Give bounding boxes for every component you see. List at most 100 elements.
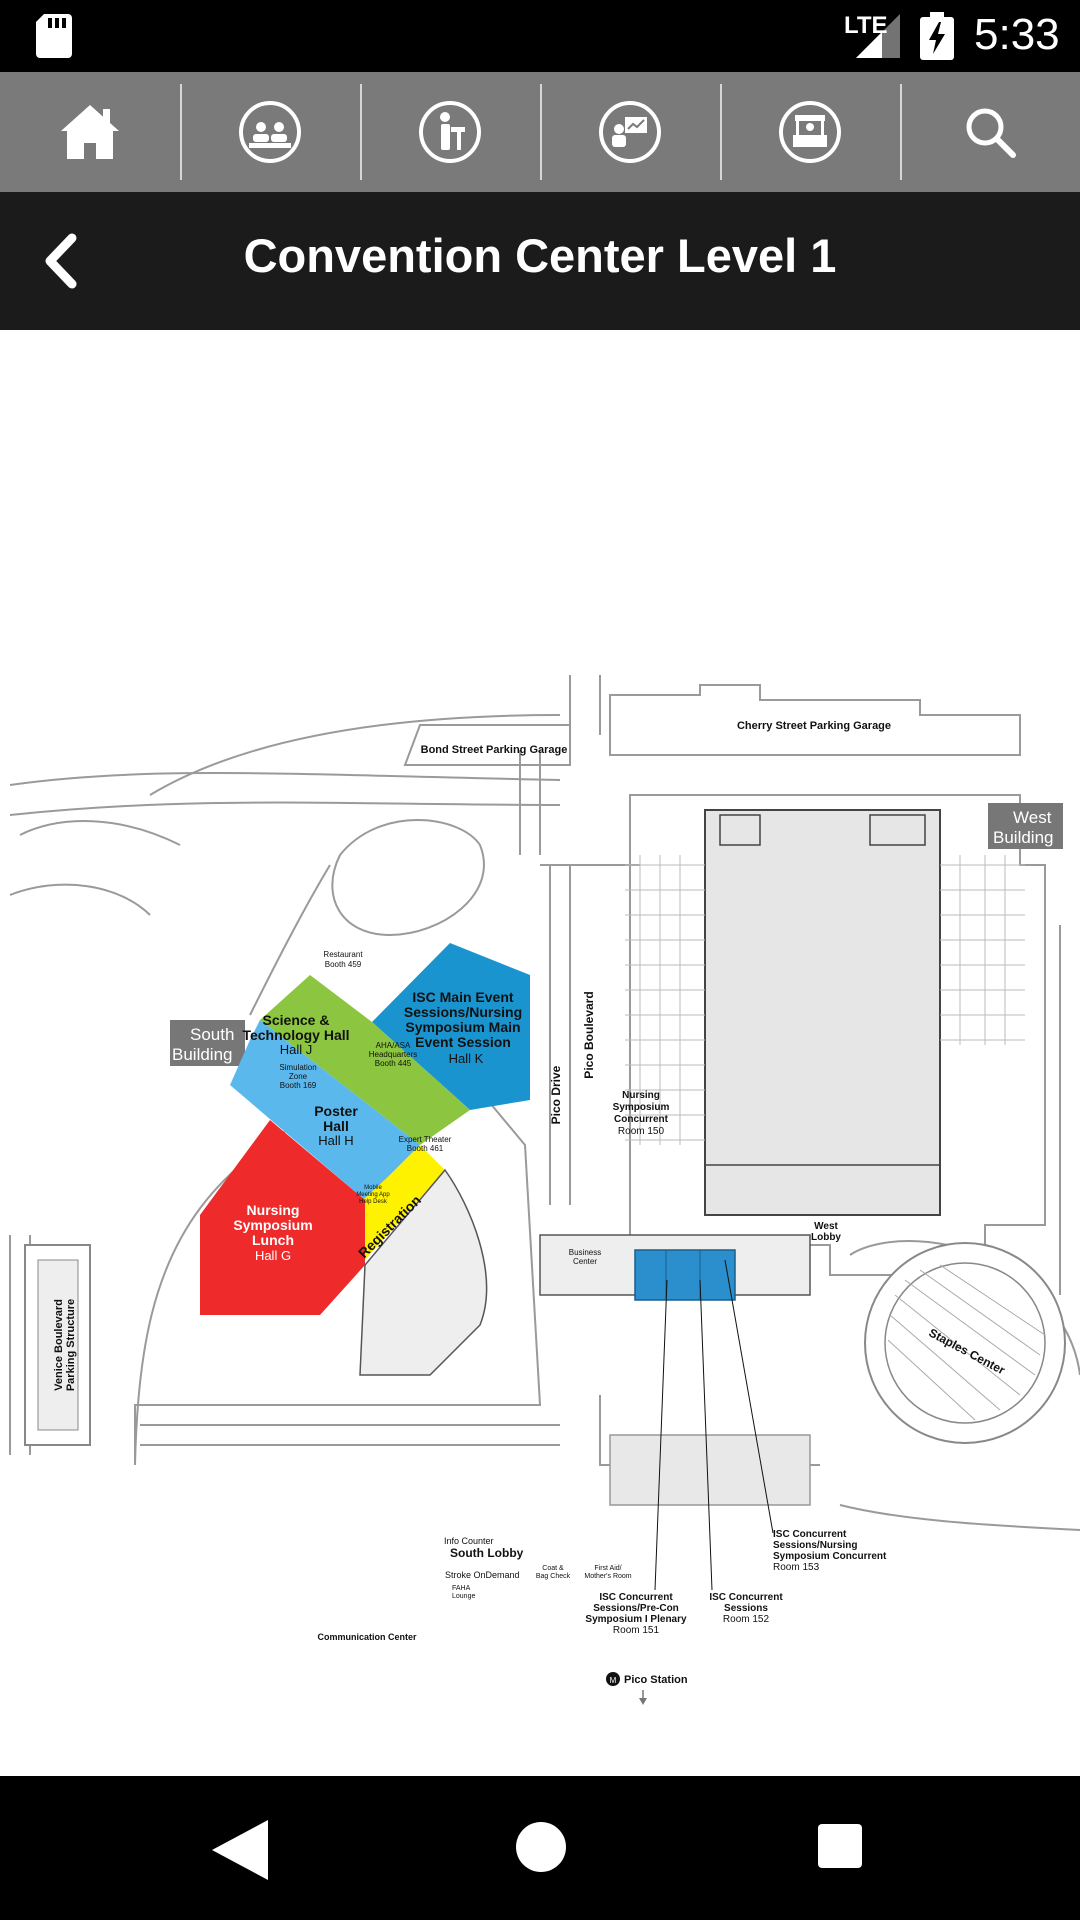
nursing-concurrent-4: Room 150 bbox=[618, 1126, 665, 1137]
hall-h-area bbox=[230, 1020, 420, 1200]
hall-k-line1: ISC Main Event bbox=[412, 989, 513, 1005]
hall-j-line2: Technology Hall bbox=[242, 1027, 349, 1043]
coat-label-1: Coat & bbox=[542, 1565, 564, 1572]
clock: 5:33 bbox=[974, 10, 1060, 59]
hall-h-line2: Hall bbox=[323, 1118, 349, 1134]
simulation-label-1: Simulation bbox=[279, 1063, 316, 1072]
system-home-icon[interactable] bbox=[516, 1822, 566, 1872]
coat-label-2: Bag Check bbox=[536, 1573, 571, 1580]
hall-k-line4: Event Session bbox=[415, 1034, 511, 1050]
isc-153-3: Symposium Concurrent bbox=[773, 1551, 887, 1562]
sd-card-icon bbox=[36, 14, 72, 58]
nav-search[interactable] bbox=[900, 72, 1080, 192]
nav-attendees[interactable] bbox=[180, 72, 360, 192]
restaurant-label-1: Restaurant bbox=[323, 950, 363, 959]
floor-map[interactable]: Venice Boulevard Parking Structure Bond … bbox=[0, 675, 1080, 1795]
svg-text:M: M bbox=[610, 1676, 617, 1685]
stroke-label: Stroke OnDemand bbox=[445, 1570, 520, 1580]
aha-label-2: Headquarters bbox=[369, 1050, 417, 1059]
hall-j-area bbox=[260, 975, 470, 1145]
west-building-label-1: West bbox=[1013, 808, 1052, 827]
aha-label-1: AHA/ASA bbox=[376, 1041, 411, 1050]
signal-icon bbox=[856, 14, 900, 58]
hall-g-name: Hall G bbox=[255, 1248, 291, 1263]
hall-g-area bbox=[200, 1120, 365, 1315]
status-bar: LTE 5:33 bbox=[0, 0, 1080, 72]
floor-map-svg: Venice Boulevard Parking Structure Bond … bbox=[9, 675, 1080, 1705]
isc-152-1: ISC Concurrent bbox=[709, 1592, 783, 1603]
info-counter-label: Info Counter bbox=[444, 1536, 494, 1546]
nav-exhibitors[interactable] bbox=[720, 72, 900, 192]
hall-j-name: Hall J bbox=[280, 1042, 313, 1057]
simulation-label-2: Zone bbox=[289, 1072, 308, 1081]
west-lobby-1: West bbox=[814, 1221, 838, 1232]
isc-153-2: Sessions/Nursing bbox=[773, 1540, 857, 1551]
pico-station-label: Pico Station bbox=[624, 1674, 688, 1686]
title-bar: Convention Center Level 1 bbox=[0, 192, 1080, 330]
south-lobby-label: South Lobby bbox=[450, 1546, 524, 1560]
west-lobby-2: Lobby bbox=[811, 1232, 841, 1243]
system-back-icon[interactable] bbox=[212, 1820, 268, 1880]
hall-g-line3: Lunch bbox=[252, 1232, 294, 1248]
bond-garage-label: Bond Street Parking Garage bbox=[421, 744, 568, 756]
isc-151-3: Symposium I Plenary bbox=[585, 1614, 687, 1625]
hall-h-name: Hall H bbox=[318, 1133, 353, 1148]
isc-152-3: Room 152 bbox=[723, 1614, 770, 1625]
system-recents-icon[interactable] bbox=[818, 1824, 862, 1868]
west-building-label-2: Building bbox=[993, 828, 1054, 847]
mobile-label-1: Mobile bbox=[364, 1185, 382, 1191]
battery-charging-icon bbox=[920, 12, 954, 60]
nursing-concurrent-2: Symposium bbox=[613, 1102, 670, 1113]
nav-speakers[interactable] bbox=[360, 72, 540, 192]
hall-h-line1: Poster bbox=[314, 1103, 358, 1119]
communication-label: Communication Center bbox=[317, 1632, 417, 1642]
isc-152-2: Sessions bbox=[724, 1603, 768, 1614]
hall-k-area bbox=[372, 943, 530, 1110]
attendees-icon bbox=[239, 101, 301, 163]
presentation-icon bbox=[599, 101, 661, 163]
hall-k-line3: Symposium Main bbox=[405, 1019, 520, 1035]
first-aid-label-1: First Aid/ bbox=[594, 1565, 621, 1572]
south-building-label-2: Building bbox=[172, 1045, 233, 1064]
isc-151-2: Sessions/Pre-Con bbox=[593, 1603, 679, 1614]
nursing-concurrent-3: Concurrent bbox=[614, 1114, 669, 1125]
search-icon bbox=[966, 108, 1016, 158]
aha-label-3: Booth 445 bbox=[375, 1059, 412, 1068]
home-icon bbox=[61, 105, 119, 159]
hall-g-line1: Nursing bbox=[247, 1202, 300, 1218]
isc-151-4: Room 151 bbox=[613, 1625, 660, 1636]
nav-home[interactable] bbox=[0, 72, 180, 192]
expert-label-2: Booth 461 bbox=[407, 1144, 444, 1153]
business-center-2: Center bbox=[573, 1257, 597, 1266]
isc-153-1: ISC Concurrent bbox=[773, 1529, 847, 1540]
content-area: Venice Boulevard Parking Structure Bond … bbox=[0, 330, 1080, 1776]
isc-153-4: Room 153 bbox=[773, 1562, 820, 1573]
first-aid-label-2: Mother's Room bbox=[584, 1573, 631, 1580]
speaker-icon bbox=[419, 101, 481, 163]
hall-k-line2: Sessions/Nursing bbox=[404, 1004, 522, 1020]
expert-label-1: Expert Theater bbox=[399, 1135, 452, 1144]
pico-drive-label: Pico Drive bbox=[549, 1065, 563, 1124]
venice-label-2: Parking Structure bbox=[65, 1299, 77, 1391]
south-building-label-1: South bbox=[190, 1025, 234, 1044]
faha-label-2: Lounge bbox=[452, 1593, 475, 1600]
mobile-label-3: Help Desk bbox=[359, 1199, 388, 1205]
exhibitor-booth-icon bbox=[779, 101, 841, 163]
mobile-label-2: Meeting App bbox=[356, 1192, 390, 1198]
system-nav-bar bbox=[0, 1776, 1080, 1920]
back-icon[interactable] bbox=[40, 232, 80, 290]
cherry-garage-label: Cherry Street Parking Garage bbox=[737, 720, 891, 732]
business-center-1: Business bbox=[569, 1248, 601, 1257]
hall-g-line2: Symposium bbox=[233, 1217, 312, 1233]
faha-label-1: FAHA bbox=[452, 1585, 471, 1592]
restaurant-label-2: Booth 459 bbox=[325, 960, 362, 969]
hall-j-line1: Science & bbox=[263, 1012, 330, 1028]
simulation-label-3: Booth 169 bbox=[280, 1081, 317, 1090]
page-title: Convention Center Level 1 bbox=[243, 229, 837, 282]
isc-151-1: ISC Concurrent bbox=[599, 1592, 673, 1603]
hall-k-name: Hall K bbox=[449, 1051, 484, 1066]
pico-blvd-label: Pico Boulevard bbox=[582, 991, 596, 1078]
nav-presentations[interactable] bbox=[540, 72, 720, 192]
venice-label-1: Venice Boulevard bbox=[53, 1299, 65, 1391]
nursing-concurrent-1: Nursing bbox=[622, 1090, 660, 1101]
